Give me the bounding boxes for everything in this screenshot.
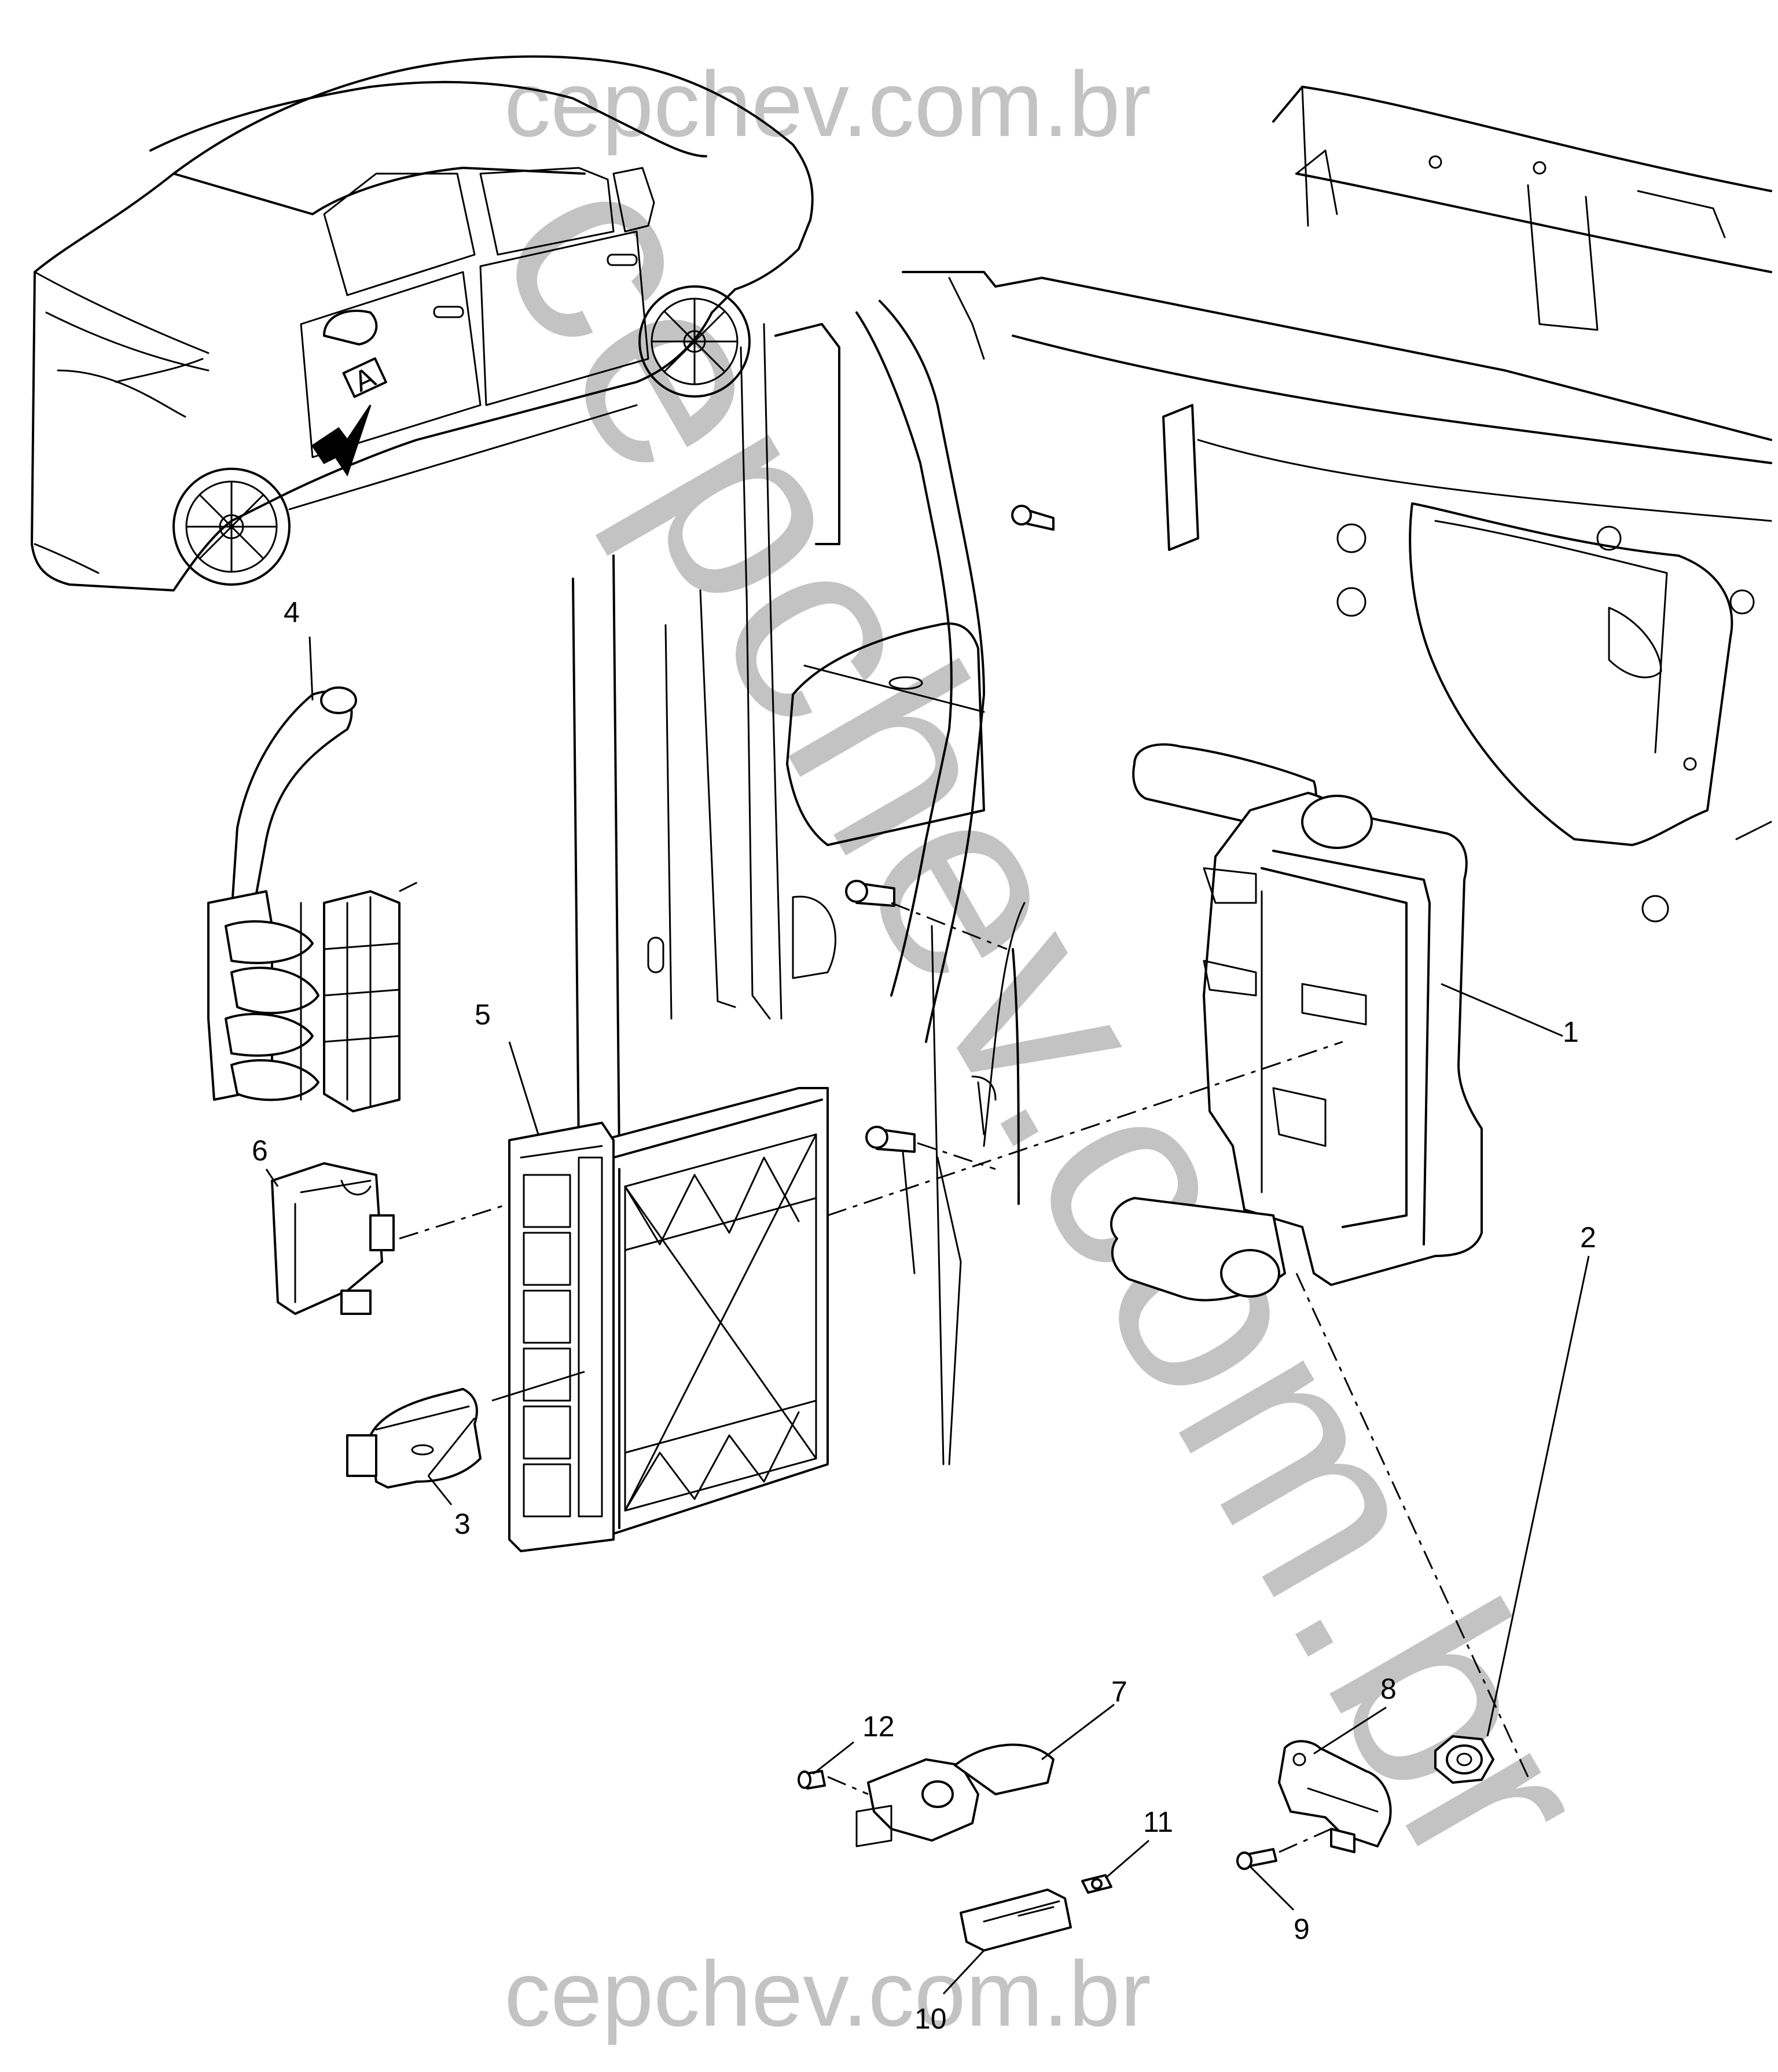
- callout-labels: 1 2 3 4 5 6 7 8 9 10 11 12: [252, 596, 1596, 2035]
- part-1-bracket: [1110, 743, 1483, 1302]
- part-11-clip: [1081, 1874, 1112, 1894]
- callout-6: 6: [252, 1134, 268, 1167]
- callout-8: 8: [1380, 1673, 1397, 1705]
- watermark-bottom: cepchev.com.br: [504, 1942, 1151, 2045]
- part-12-screw: [798, 1770, 826, 1790]
- part-4-harness: [207, 686, 401, 1112]
- part-8-bracket: [1278, 1740, 1392, 1853]
- leader-lines: [265, 636, 1590, 1995]
- callout-10: 10: [914, 2003, 947, 2035]
- watermark-top: cepchev.com.br: [504, 52, 1151, 156]
- callout-2: 2: [1580, 1221, 1596, 1254]
- part-3-module: [346, 1388, 482, 1489]
- body-structure: [572, 86, 1772, 1465]
- part-10-plate: [960, 1889, 1072, 1952]
- assembly-lines: [399, 879, 1529, 1853]
- callout-9: 9: [1294, 1913, 1310, 1945]
- part-2-nut: [1434, 1735, 1494, 1784]
- vehicle-locator: A: [31, 55, 814, 592]
- watermark-diagonal: cepchev.com.br: [440, 119, 1654, 1917]
- part-9-screw: [1236, 1848, 1277, 1870]
- callout-7: 7: [1111, 1676, 1127, 1708]
- callout-3: 3: [454, 1508, 471, 1540]
- part-7-hanger: [855, 1743, 1055, 1847]
- part-5-module: [508, 1087, 829, 1552]
- callout-1: 1: [1563, 1016, 1579, 1048]
- callout-11: 11: [1143, 1806, 1173, 1838]
- callout-4: 4: [284, 596, 300, 629]
- callout-12: 12: [862, 1710, 895, 1743]
- module-connector-slots: [523, 1156, 603, 1518]
- callout-5: 5: [475, 998, 491, 1031]
- part-6-module: [271, 1162, 395, 1315]
